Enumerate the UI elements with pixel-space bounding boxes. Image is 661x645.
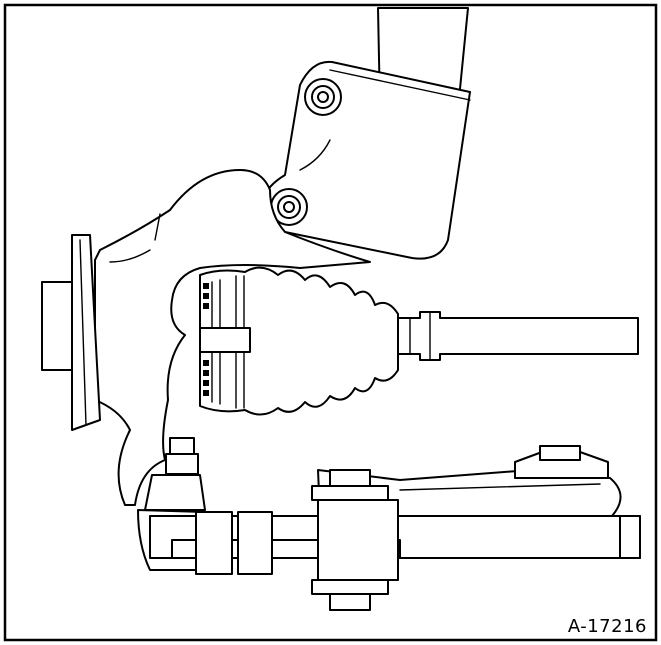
clamp-bolt-upper xyxy=(304,78,342,116)
drive-shaft xyxy=(397,311,639,361)
drawing-id-label: A-17216 xyxy=(567,616,647,637)
boot-clamp xyxy=(199,283,251,396)
strut-clamp-bracket xyxy=(261,60,471,260)
frame-border xyxy=(3,3,658,642)
clamp-bolt-lower xyxy=(270,188,308,226)
wheel-bearing-housing xyxy=(94,169,371,506)
pivot-bolt xyxy=(311,469,399,611)
wheel-hub-flange xyxy=(41,234,101,431)
